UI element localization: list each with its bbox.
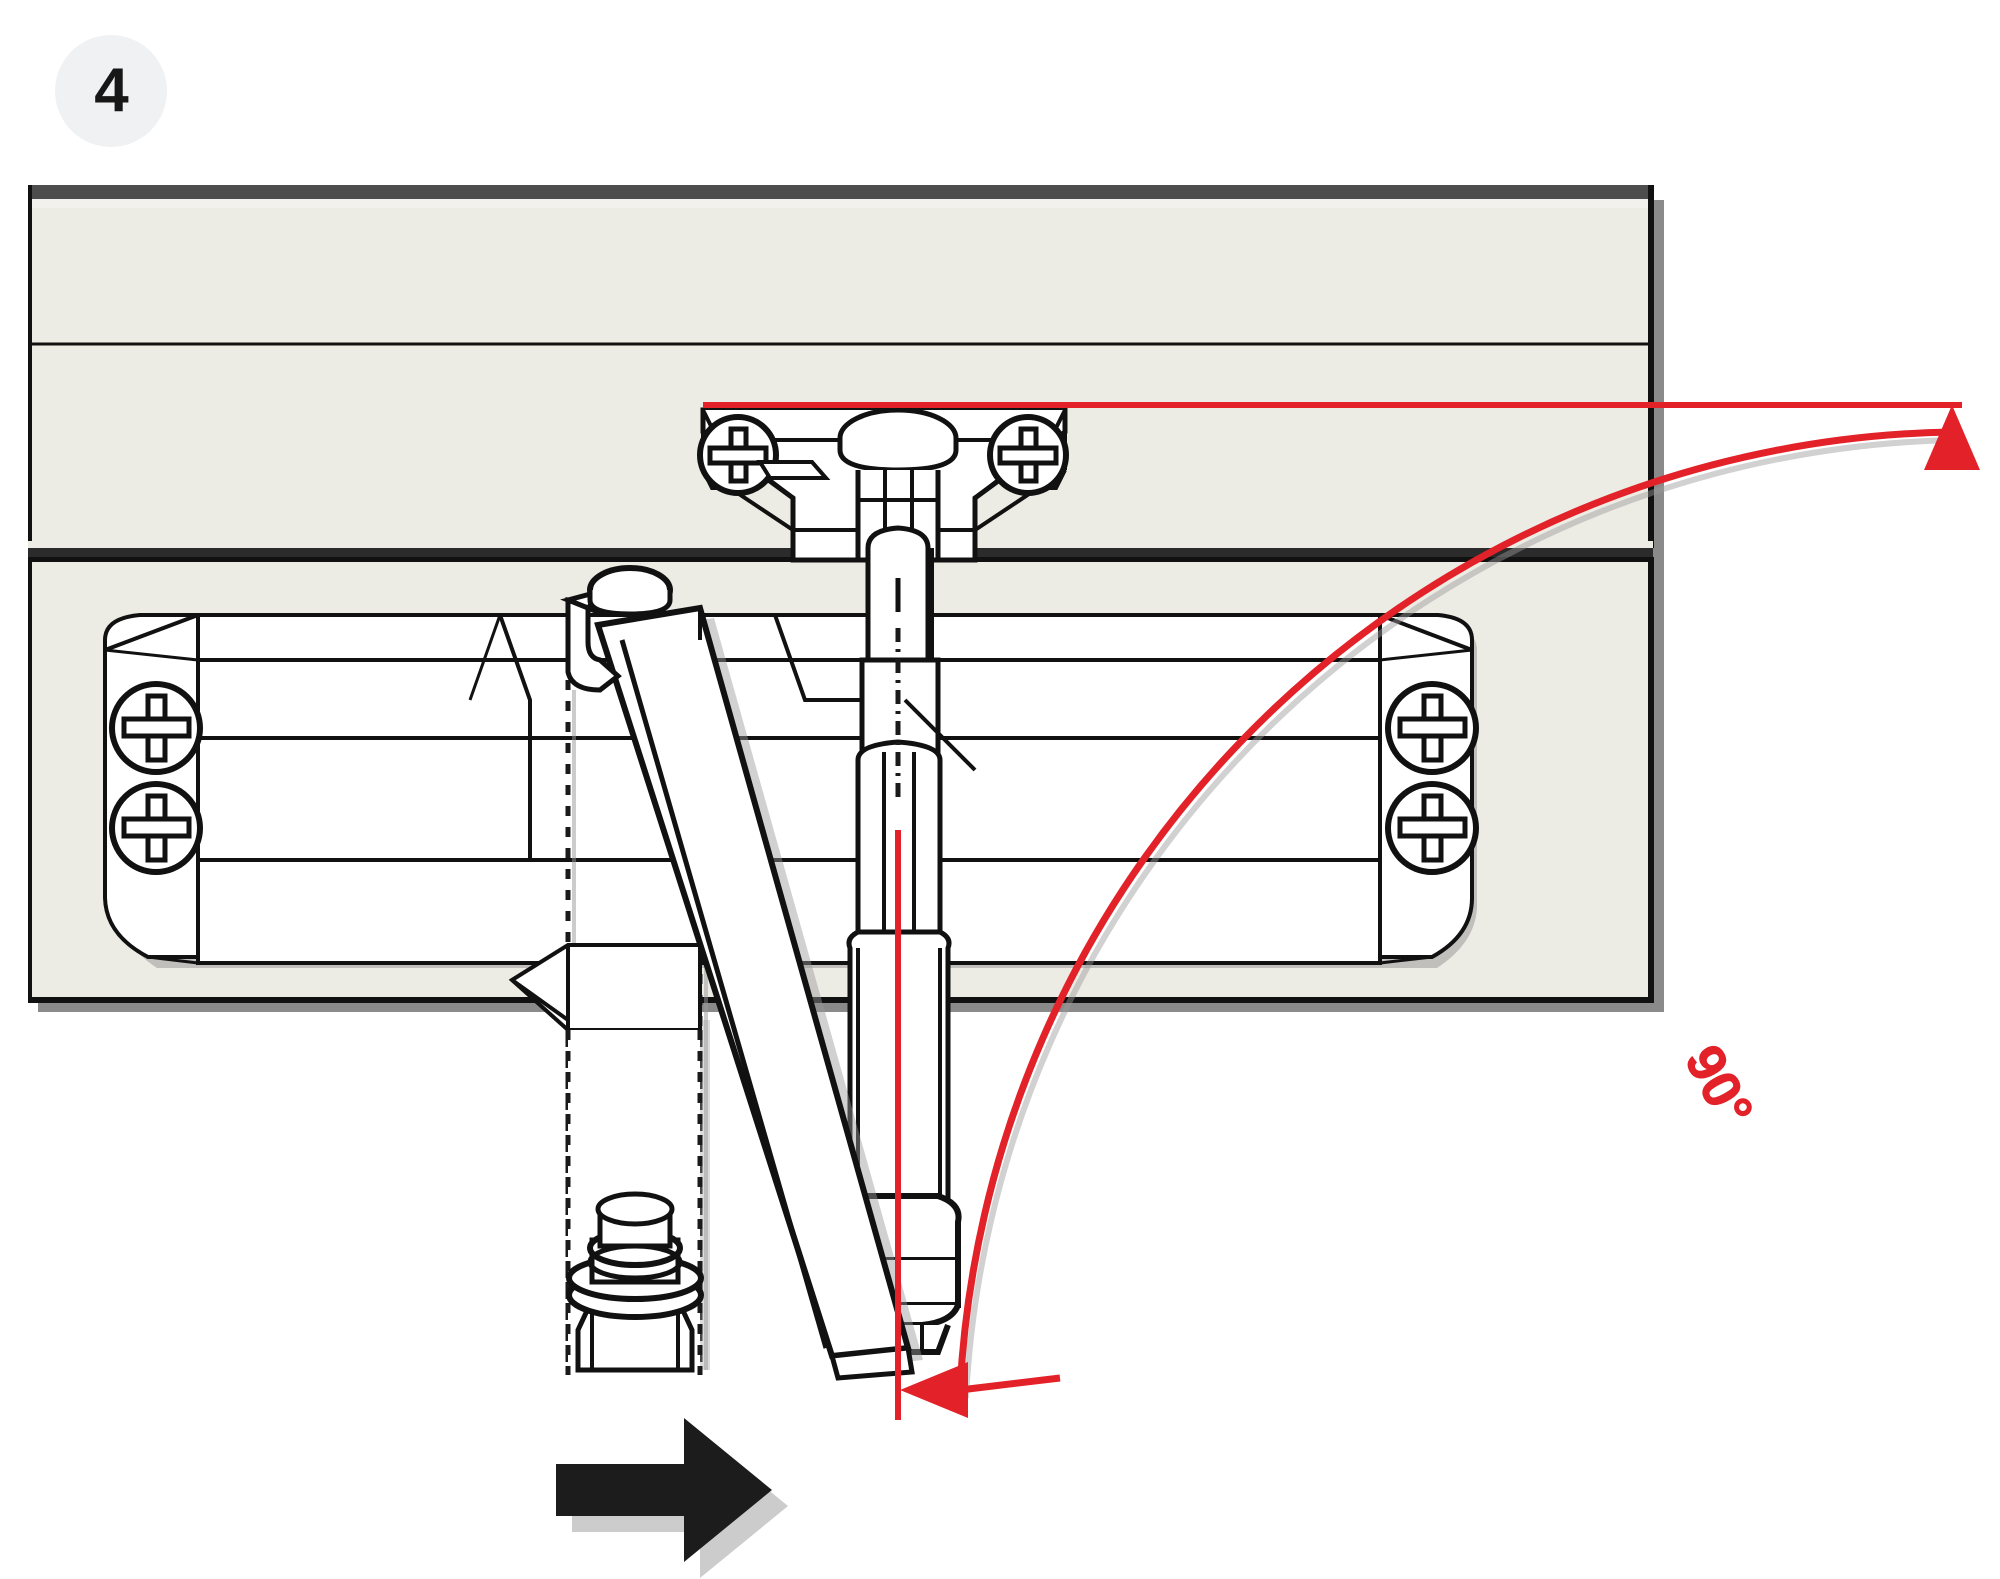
step-number-text: 4 xyxy=(94,56,128,125)
screw-plate-left-upper xyxy=(109,681,203,775)
angle-annotation-red xyxy=(703,402,1980,1420)
step-number-badge: 4 xyxy=(55,35,167,147)
hex-bolt xyxy=(508,943,710,1375)
screw-top-left xyxy=(697,414,779,496)
screw-top-right xyxy=(987,414,1069,496)
hinge-top-plate xyxy=(697,407,1069,563)
screw-plate-right-lower xyxy=(1385,781,1479,875)
screw-plate-left-lower xyxy=(109,781,203,875)
screw-plate-right-upper xyxy=(1385,681,1479,775)
plate-v-facet xyxy=(903,698,977,772)
lever-bar xyxy=(560,565,923,1381)
hinge-mounting-plate xyxy=(103,613,1477,968)
direction-arrow-right xyxy=(556,1418,788,1578)
